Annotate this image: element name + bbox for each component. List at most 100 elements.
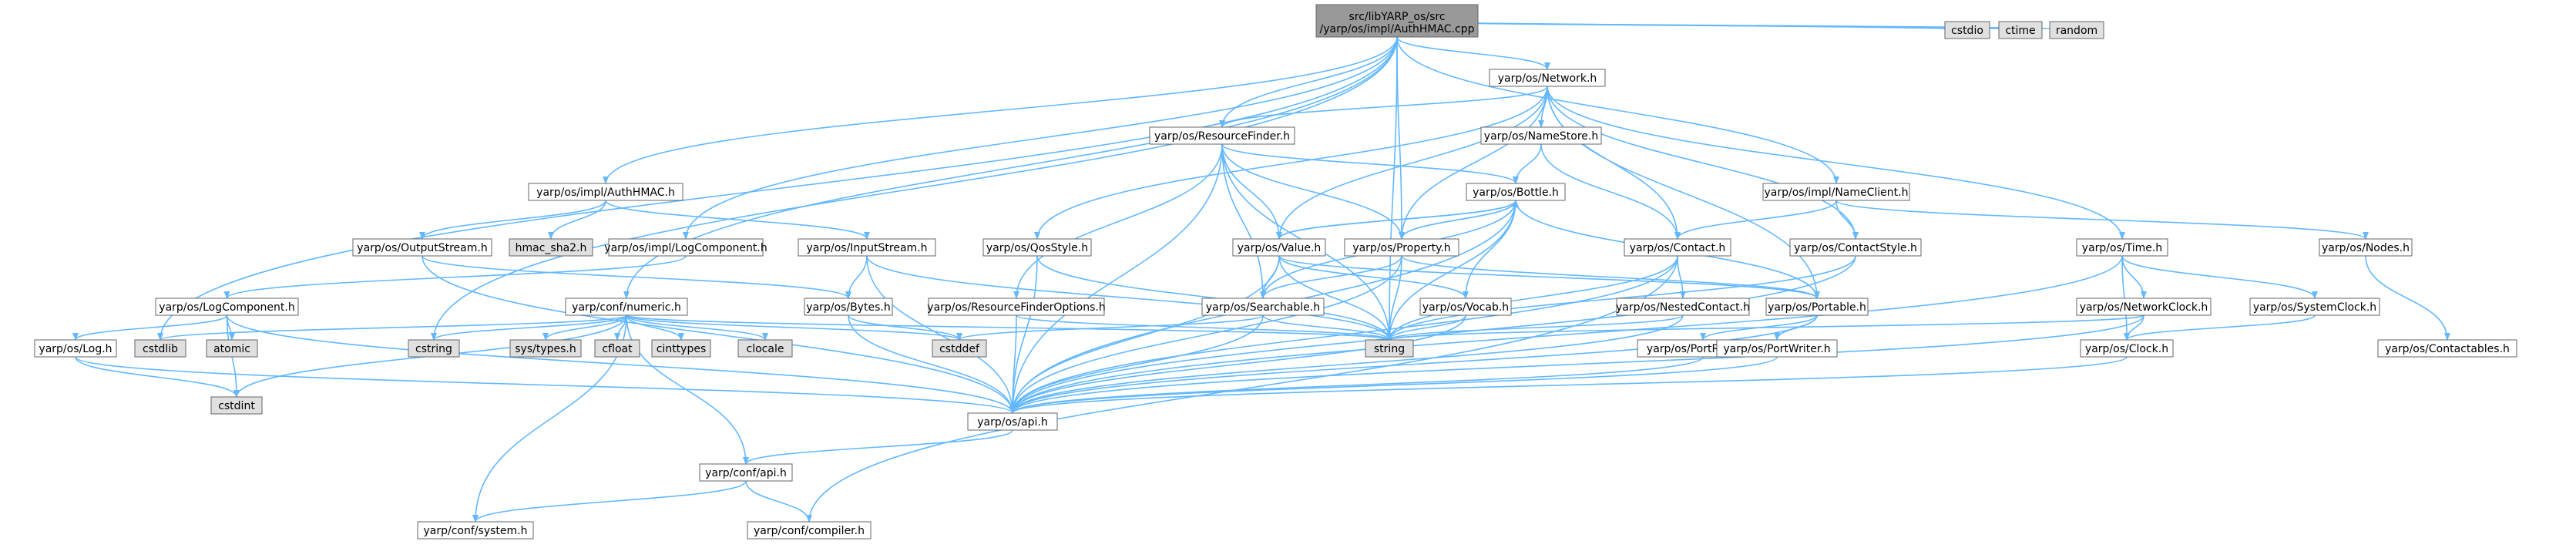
node-label: yarp/os/PortWriter.h: [1723, 343, 1830, 355]
node-cinttypes[interactable]: cinttypes: [651, 339, 711, 358]
edge-resourcefinder-to-searchable: [1221, 143, 1266, 299]
node-label: yarp/os/impl/NameClient.h: [1765, 187, 1909, 199]
node-box: [352, 238, 492, 257]
node-cfloat[interactable]: cfloat: [594, 339, 640, 358]
edge-logcomp-to-atomic: [226, 314, 235, 341]
edge-contact-to-osapi: [1009, 255, 1678, 414]
node-box: [1480, 126, 1602, 145]
node-yarp-os-portable-h[interactable]: yarp/os/Portable.h: [1765, 298, 1869, 316]
node-yarp-os-resourcefinder-h[interactable]: yarp/os/ResourceFinder.h: [1149, 126, 1295, 145]
node-yarp-os-searchable-h[interactable]: yarp/os/Searchable.h: [1201, 298, 1325, 316]
node-box: [798, 238, 936, 257]
edge-root-to-authhmac: [603, 36, 1398, 184]
node-yarp-conf-api-h[interactable]: yarp/conf/api.h: [699, 463, 793, 482]
edge-inputstream-to-string: [866, 255, 1392, 341]
node-box: [1466, 183, 1566, 201]
node-label: yarp/os/impl/AuthHMAC.h: [536, 187, 675, 199]
node-yarp-os-namestore-h[interactable]: yarp/os/NameStore.h: [1480, 126, 1602, 145]
node-box: [1616, 298, 1750, 316]
node-cstdio[interactable]: cstdio: [1944, 21, 1990, 39]
node-box: [804, 298, 893, 316]
node-yarp-os-qosstyle-h[interactable]: yarp/os/QosStyle.h: [982, 238, 1092, 257]
node-hmac-sha2-h[interactable]: hmac_sha2.h: [509, 238, 593, 257]
node-yarp-os-impl-logcomponent-h[interactable]: yarp/os/impl/LogComponent.h: [604, 238, 767, 257]
node-yarp-os-logcomponent-h[interactable]: yarp/os/LogComponent.h: [155, 298, 299, 316]
node-clocale[interactable]: clocale: [737, 339, 793, 358]
edge-inputstream-to-osapi: [866, 255, 1016, 414]
node-label: cstring: [415, 343, 452, 355]
node-box: [2076, 238, 2168, 257]
node-ctime[interactable]: ctime: [1998, 21, 2043, 39]
node-label: yarp/os/Contactables.h: [2385, 343, 2510, 355]
edge-time-to-networkclock: [2121, 255, 2147, 299]
node-yarp-conf-system-h[interactable]: yarp/conf/system.h: [417, 521, 534, 540]
node-box: [1944, 21, 1990, 39]
node-cstring[interactable]: cstring: [408, 339, 460, 358]
node-string[interactable]: string: [1365, 339, 1414, 358]
node-yarp-os-clock-h[interactable]: yarp/os/Clock.h: [2080, 339, 2174, 358]
root-node[interactable]: src/libYARP_os/src /yarp/os/impl/AuthHMA…: [1315, 4, 1479, 38]
edge-network-to-portable: [1547, 86, 1820, 299]
node-yarp-os-api-h[interactable]: yarp/os/api.h: [967, 412, 1058, 431]
edge-network-to-time: [1547, 86, 2125, 240]
edge-nestedcontact-to-string: [1386, 314, 1684, 341]
edge-osapi-to-confapi: [743, 429, 1013, 465]
edge-property-to-portable: [1401, 255, 1820, 299]
node-box: [206, 339, 258, 358]
node-yarp-os-bottle-h[interactable]: yarp/os/Bottle.h: [1466, 183, 1566, 201]
node-yarp-os-resourcefinderoptions-h[interactable]: yarp/os/ResourceFinderOptions.h: [927, 298, 1106, 316]
node-box: [1149, 126, 1295, 145]
node-yarp-os-nodes-h[interactable]: yarp/os/Nodes.h: [2319, 238, 2413, 257]
edge-authhmac-to-outputstream: [419, 200, 606, 240]
node-box: [134, 339, 186, 358]
node-yarp-os-contactstyle-h[interactable]: yarp/os/ContactStyle.h: [1789, 238, 1922, 257]
node-yarp-os-time-h[interactable]: yarp/os/Time.h: [2076, 238, 2168, 257]
node-yarp-conf-compiler-h[interactable]: yarp/conf/compiler.h: [747, 521, 872, 540]
node-yarp-os-portwriter-h[interactable]: yarp/os/PortWriter.h: [1716, 339, 1838, 358]
node-box: [509, 339, 582, 358]
node-box: [528, 183, 683, 201]
node-atomic[interactable]: atomic: [206, 339, 258, 358]
node-box: [509, 238, 593, 257]
node-yarp-os-contact-h[interactable]: yarp/os/Contact.h: [1624, 238, 1731, 257]
edge-systemclock-to-clock: [2124, 314, 2316, 341]
edge-confapi-to-confsystem: [472, 480, 747, 523]
node-yarp-os-inputstream-h[interactable]: yarp/os/InputStream.h: [798, 238, 936, 257]
node-label: yarp/conf/numeric.h: [572, 301, 681, 314]
node-label: yarp/os/NameStore.h: [1484, 130, 1598, 143]
edge-bottle-to-string: [1386, 200, 1516, 341]
node-sys-types-h[interactable]: sys/types.h: [509, 339, 582, 358]
node-yarp-os-outputstream-h[interactable]: yarp/os/OutputStream.h: [352, 238, 492, 257]
node-cstddef[interactable]: cstddef: [932, 339, 987, 358]
node-box: [1344, 238, 1459, 257]
node-random[interactable]: random: [2049, 21, 2104, 39]
node-label: yarp/os/Vocab.h: [1422, 301, 1509, 314]
node-yarp-os-value-h[interactable]: yarp/os/Value.h: [1232, 238, 1326, 257]
node-cstdlib[interactable]: cstdlib: [134, 339, 186, 358]
edge-nameclient-to-nodes: [1835, 200, 2369, 240]
node-yarp-os-property-h[interactable]: yarp/os/Property.h: [1344, 238, 1459, 257]
node-box: [737, 339, 793, 358]
edge-nameclient-to-contactstyle: [1835, 200, 1859, 240]
node-yarp-os-vocab-h[interactable]: yarp/os/Vocab.h: [1419, 298, 1512, 316]
node-yarp-os-network-h[interactable]: yarp/os/Network.h: [1489, 69, 1606, 87]
node-box: [2319, 238, 2413, 257]
node-yarp-os-impl-nameclient-h[interactable]: yarp/os/impl/NameClient.h: [1762, 183, 1910, 201]
node-yarp-os-contactables-h[interactable]: yarp/os/Contactables.h: [2377, 339, 2517, 358]
edge-bytes-to-cstddef: [848, 314, 962, 341]
node-yarp-os-bytes-h[interactable]: yarp/os/Bytes.h: [804, 298, 893, 316]
node-yarp-os-networkclock-h[interactable]: yarp/os/NetworkClock.h: [2076, 298, 2212, 316]
edge-value-to-osapi: [1009, 255, 1280, 414]
node-label: yarp/os/Value.h: [1238, 242, 1322, 254]
node-yarp-conf-numeric-h[interactable]: yarp/conf/numeric.h: [565, 298, 688, 316]
node-yarp-os-systemclock-h[interactable]: yarp/os/SystemClock.h: [2249, 298, 2380, 316]
node-yarp-os-impl-authhmac-h[interactable]: yarp/os/impl/AuthHMAC.h: [528, 183, 683, 201]
node-yarp-os-nestedcontact-h[interactable]: yarp/os/NestedContact.h: [1616, 298, 1750, 316]
edge-numeric-to-cinttypes: [626, 314, 684, 341]
node-cstdint[interactable]: cstdint: [210, 396, 263, 415]
edge-bytes-to-osapi: [848, 314, 1016, 414]
edge-outputstream-to-bytes: [421, 255, 851, 299]
node-yarp-os-log-h[interactable]: yarp/os/Log.h: [34, 339, 117, 358]
node-box: [1789, 238, 1922, 257]
edge-network-to-value: [1276, 86, 1548, 240]
